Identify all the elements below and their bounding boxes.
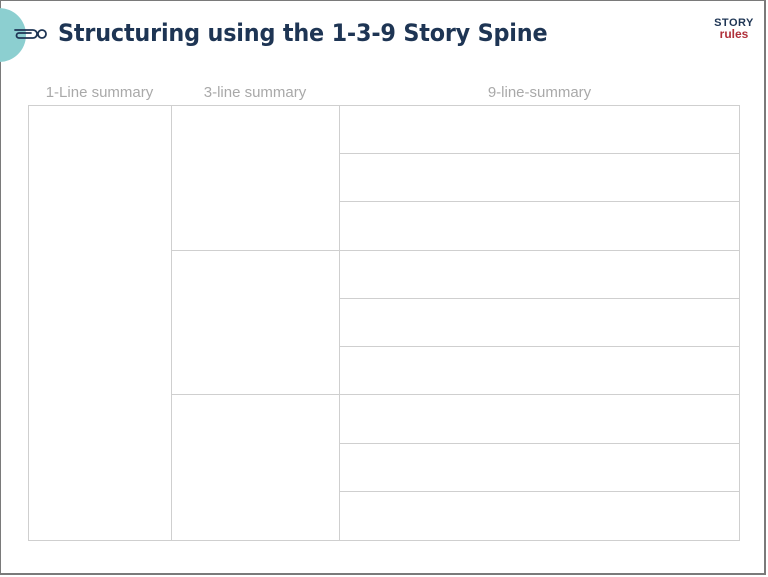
nine-line-cell[interactable] — [340, 251, 739, 299]
nine-line-cell[interactable] — [340, 444, 739, 492]
nine-line-cell[interactable] — [340, 492, 739, 540]
nine-line-summary-column — [340, 106, 739, 540]
one-line-summary-cell[interactable] — [29, 106, 172, 540]
three-line-cell[interactable] — [172, 251, 339, 396]
nine-line-cell[interactable] — [340, 395, 739, 444]
nine-line-cell[interactable] — [340, 154, 739, 203]
three-line-summary-column — [172, 106, 340, 540]
storyrules-logo: STORY rules — [712, 17, 756, 41]
column-header-3-line: 3-line summary — [203, 84, 307, 101]
three-line-cell[interactable] — [172, 106, 339, 251]
paperclip-link-icon — [14, 29, 47, 39]
nine-line-cell[interactable] — [340, 106, 739, 155]
logo-line-1: STORY — [714, 17, 754, 29]
column-header-9-line: 9-line-summary — [487, 84, 592, 101]
nine-line-cell[interactable] — [340, 347, 739, 396]
nine-line-cell[interactable] — [340, 202, 739, 251]
column-header-1-line: 1-Line summary — [45, 84, 154, 101]
nine-line-cell[interactable] — [340, 299, 739, 348]
story-spine-grid — [28, 105, 740, 541]
three-line-cell[interactable] — [172, 395, 339, 540]
page-title: Structuring using the 1-3-9 Story Spine — [58, 19, 548, 47]
logo-line-2: rules — [719, 27, 749, 41]
